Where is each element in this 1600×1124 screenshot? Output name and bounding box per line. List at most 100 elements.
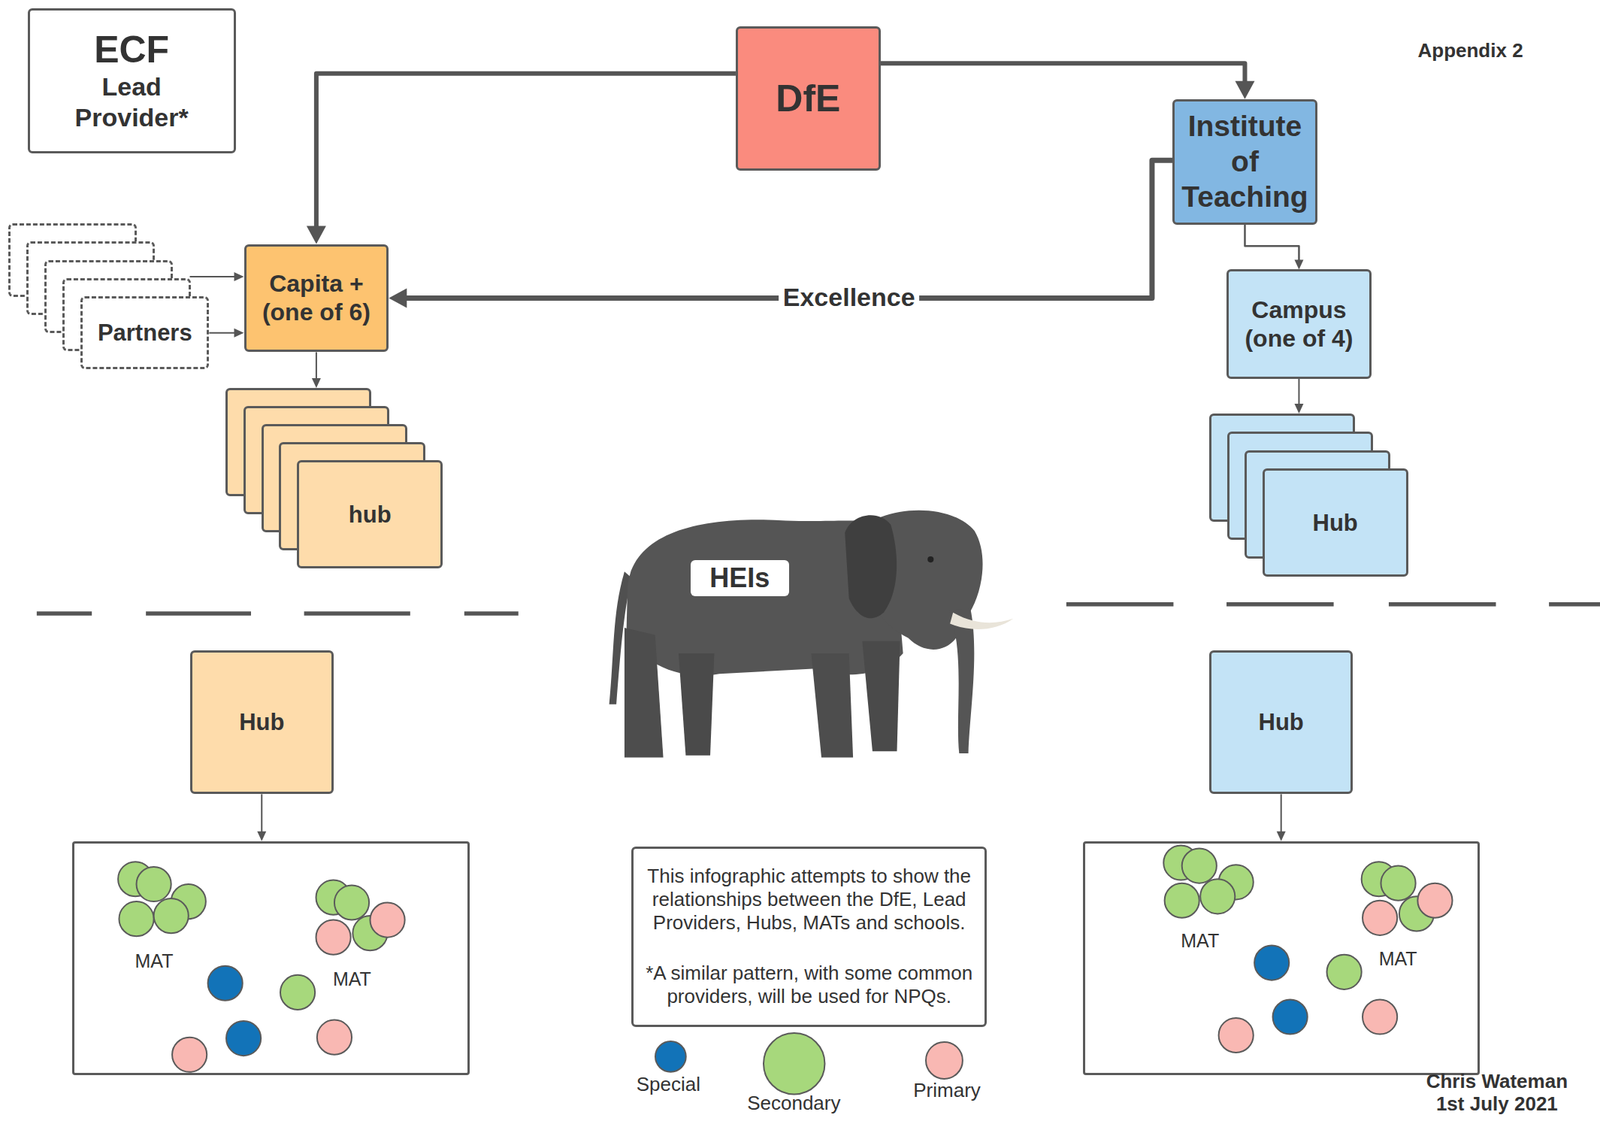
connector-line <box>316 73 736 229</box>
school-dot <box>1181 847 1216 883</box>
school-dot <box>316 919 351 954</box>
connector-line <box>208 332 236 334</box>
arrow-head <box>388 287 407 308</box>
mat-label: MAT <box>135 949 174 972</box>
connector-line <box>1297 378 1300 406</box>
school-dot <box>1362 900 1398 935</box>
schools-box: MAT MAT <box>1082 840 1480 1075</box>
legend-label: Primary <box>913 1079 981 1103</box>
mat-label: MAT <box>1180 928 1219 952</box>
connector-line <box>260 793 263 832</box>
school-dot <box>280 974 315 1010</box>
connector-line <box>880 63 1246 84</box>
partners-stack: Partners <box>8 223 209 369</box>
note-text: *A similar pattern, with some common pro… <box>644 961 974 1008</box>
connector <box>208 328 244 338</box>
note-box: This infographic attempts to show the re… <box>631 846 987 1027</box>
legend-swatch-circle <box>655 1040 687 1072</box>
school-dot <box>370 901 406 937</box>
campus-box: Campus (one of 4) <box>1226 269 1372 379</box>
connector <box>311 351 321 388</box>
legend-label: Special <box>636 1073 701 1097</box>
connector <box>257 793 267 841</box>
front-card: Hub <box>1262 468 1409 577</box>
front-card: Partners <box>80 296 209 370</box>
front-card: hub <box>296 459 443 569</box>
legend-swatch <box>923 1039 965 1081</box>
elephant-illustration <box>609 510 1014 758</box>
hub-stack: Hub <box>1209 413 1409 577</box>
connector-line <box>404 160 1173 298</box>
school-dot <box>1218 1017 1253 1053</box>
dfe-box: DfE <box>735 26 881 170</box>
legend-swatch <box>653 1038 689 1074</box>
note-label: Chris Wateman <box>1426 1070 1568 1094</box>
node-label: Hub <box>238 707 285 736</box>
node-label: Partners <box>97 318 193 347</box>
connector-label: Excellence <box>778 283 920 313</box>
hub-stack: hub <box>225 387 443 569</box>
school-dot <box>154 898 189 933</box>
connector-line <box>1280 793 1283 832</box>
note-text: This infographic attempts to show the re… <box>644 864 974 935</box>
hei-label-box: HEIs <box>690 559 789 596</box>
lead-provider-box: ECFLead Provider* <box>27 8 236 154</box>
school-dot <box>317 1019 352 1054</box>
legend-swatch-circle <box>763 1032 825 1094</box>
school-dot <box>334 884 369 920</box>
connector <box>880 63 1256 100</box>
hub-box: Hub <box>1209 650 1353 794</box>
school-dot <box>1272 998 1307 1034</box>
arrow-head <box>234 328 245 338</box>
node-label: Institute of Teaching <box>1180 108 1310 215</box>
hub-box: Hub <box>190 650 334 794</box>
node-label: Hub <box>1258 707 1304 736</box>
school-dot <box>1380 865 1416 900</box>
connector-line <box>315 351 318 379</box>
connector-line <box>1244 224 1299 262</box>
arrow-head <box>1294 259 1304 270</box>
arrow-head <box>1234 81 1255 100</box>
connector <box>1244 224 1304 270</box>
arrow-head <box>306 226 327 245</box>
lead-provider-capita-box: Capita + (one of 6) <box>244 244 390 353</box>
connector <box>1294 378 1304 414</box>
node-label: hub <box>348 500 392 529</box>
node-label: HEIs <box>709 562 770 593</box>
school-dot <box>1254 944 1289 980</box>
arrow-head <box>311 378 321 388</box>
school-dot <box>136 866 172 902</box>
school-dot <box>1417 882 1452 917</box>
mat-label: MAT <box>1379 946 1418 970</box>
school-dot <box>1362 998 1398 1034</box>
connector-line <box>190 275 236 278</box>
connector <box>306 73 736 245</box>
note-label: Appendix 2 <box>1417 39 1523 63</box>
school-dots <box>1082 840 1480 1075</box>
arrow-head <box>257 831 267 841</box>
schools-box: MAT MAT <box>72 840 469 1075</box>
connector <box>1276 793 1286 841</box>
node-label: Capita + (one of 6) <box>252 269 381 327</box>
school-dot <box>1200 878 1235 914</box>
school-dot <box>119 901 155 936</box>
institute-box: Institute of Teaching <box>1172 99 1318 225</box>
school-dot <box>226 1020 261 1056</box>
legend-label: Secondary <box>747 1091 841 1115</box>
legend-swatch-circle <box>925 1041 963 1079</box>
school-dot <box>1164 882 1199 917</box>
node-label: Campus (one of 4) <box>1234 295 1363 354</box>
node-label: Hub <box>1312 508 1359 537</box>
connector <box>190 272 245 282</box>
node-label: ECF <box>93 28 170 73</box>
school-dot <box>208 964 243 1000</box>
school-dots <box>72 840 469 1075</box>
note-label: 1st July 2021 <box>1436 1092 1558 1117</box>
school-dot <box>1326 954 1362 990</box>
node-label: DfE <box>775 75 841 121</box>
arrow-head <box>1276 831 1286 841</box>
school-dot <box>172 1036 207 1071</box>
mat-label: MAT <box>332 967 372 990</box>
arrow-head <box>1294 403 1304 414</box>
